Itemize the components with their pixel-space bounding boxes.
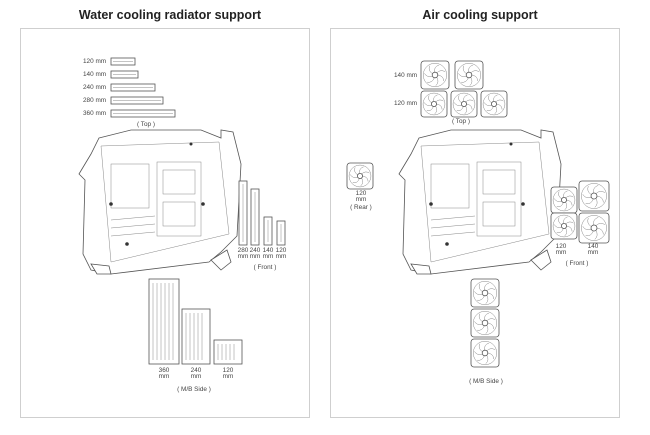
fan-icon bbox=[480, 90, 508, 118]
fan-icon bbox=[470, 278, 500, 308]
top-size-280: 280 mm bbox=[83, 97, 107, 104]
fan-icon bbox=[450, 90, 478, 118]
air-front-caption: ( Front ) bbox=[565, 260, 589, 267]
water-cooling-diagram bbox=[78, 57, 286, 365]
fan-icon bbox=[550, 186, 578, 214]
fan-icon bbox=[420, 60, 450, 90]
top-radiator-bars bbox=[110, 57, 176, 118]
front-radiator-bars bbox=[238, 180, 286, 246]
air-mb-caption: ( M/B Side ) bbox=[469, 378, 503, 385]
rear-caption: ( Rear ) bbox=[350, 204, 372, 211]
top-row-120: 120 mm bbox=[394, 100, 418, 107]
top-size-120: 120 mm bbox=[83, 58, 107, 65]
air-cooling-title: Air cooling support bbox=[422, 8, 538, 22]
fan-icon bbox=[550, 212, 578, 240]
top-size-360: 360 mm bbox=[83, 110, 107, 117]
fan-icon bbox=[470, 308, 500, 338]
case-outline-right bbox=[398, 129, 562, 275]
top-size-140: 140 mm bbox=[83, 71, 107, 78]
air-cooling-diagram bbox=[346, 60, 610, 368]
fan-icon bbox=[454, 60, 484, 90]
mb-caption: ( M/B Side ) bbox=[177, 386, 211, 393]
fan-icon bbox=[470, 338, 500, 368]
case-outline-left bbox=[78, 129, 242, 275]
water-cooling-panel: 120 mm 140 mm 240 mm 280 mm 360 mm ( Top… bbox=[20, 28, 310, 418]
top-caption: ( Top ) bbox=[137, 121, 155, 128]
fan-icon bbox=[420, 90, 448, 118]
water-cooling-title: Water cooling radiator support bbox=[78, 8, 262, 22]
mb-side-radiators bbox=[148, 278, 243, 365]
front-caption: ( Front ) bbox=[253, 264, 277, 271]
top-size-240: 240 mm bbox=[83, 84, 107, 91]
top-row-140: 140 mm bbox=[394, 72, 418, 79]
fan-icon bbox=[346, 162, 374, 190]
fan-icon bbox=[578, 180, 610, 212]
fan-icon bbox=[578, 212, 610, 244]
air-top-caption: ( Top ) bbox=[452, 118, 470, 125]
